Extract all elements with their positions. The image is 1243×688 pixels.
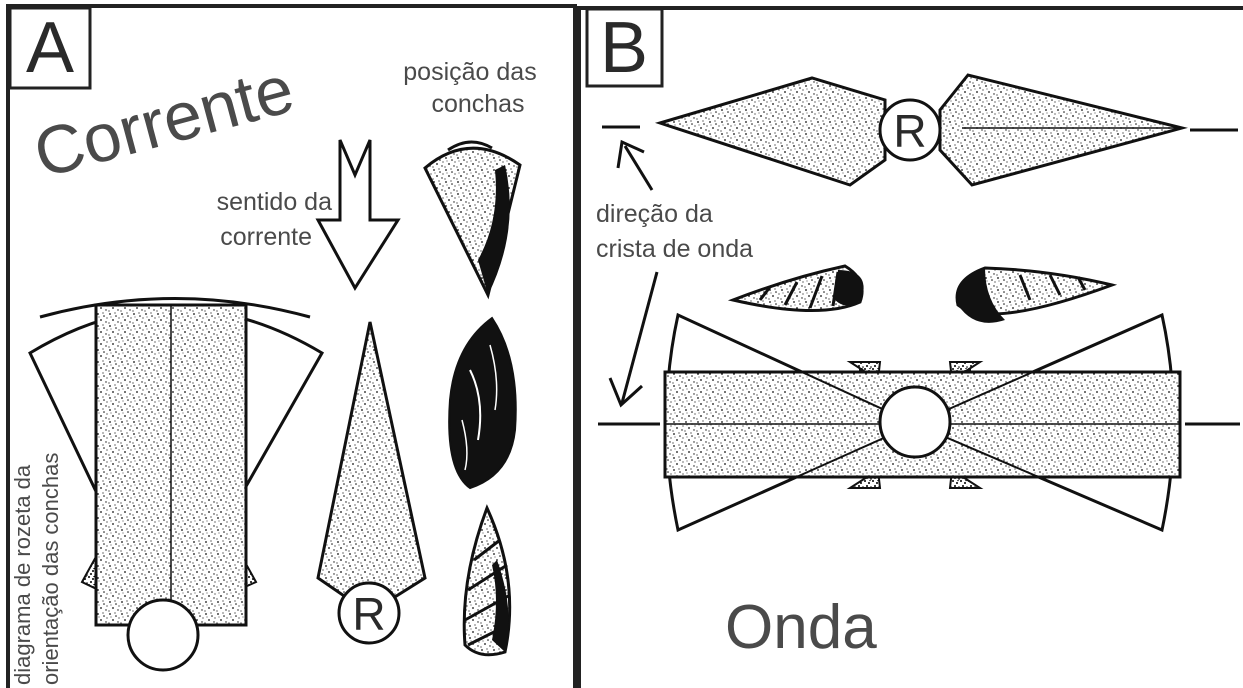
panel-b-letter: B <box>600 8 648 88</box>
rose-diagram-label-line2: orientação das conchas <box>38 453 63 685</box>
right-spiral-shell-icon <box>957 268 1112 323</box>
crest-direction-arrow-down-icon <box>610 272 657 405</box>
rose-diagram-current <box>30 299 322 671</box>
rose-diagram-wave-main <box>598 315 1240 530</box>
shell-position-label-line2: conchas <box>431 90 524 118</box>
rose-diagram-wave-center <box>880 387 950 457</box>
rose-diagram-label-line1: diagrama de rozeta da <box>10 464 35 685</box>
crest-direction-arrow-up-icon <box>618 142 652 190</box>
reference-marker-label-b: R <box>893 105 926 157</box>
spiral-shell-icon <box>464 508 510 655</box>
crest-direction-label-line1: direção da <box>596 200 713 228</box>
elongated-shell-icon <box>449 318 516 488</box>
left-spiral-shell-icon <box>733 266 864 311</box>
shell-orientation-kite <box>318 322 425 600</box>
current-direction-label-line2: corrente <box>220 223 312 251</box>
panel-a-letter: A <box>26 8 74 88</box>
reference-marker-label-a: R <box>352 588 385 640</box>
rose-diagram-wave-top: R <box>602 75 1238 185</box>
current-direction-label-line1: sentido da <box>217 188 332 216</box>
rose-diagram-center <box>128 600 198 670</box>
cone-shell-icon <box>425 142 520 295</box>
shell-position-label-line1: posição das <box>403 58 536 86</box>
panel-a: A Corrente posição das conchas sentido d… <box>8 6 575 688</box>
panel-b: B R direção da crista de onda <box>578 6 1243 688</box>
panel-b-title: Onda <box>725 593 877 662</box>
crest-direction-label-line2: crista de onda <box>596 235 753 263</box>
